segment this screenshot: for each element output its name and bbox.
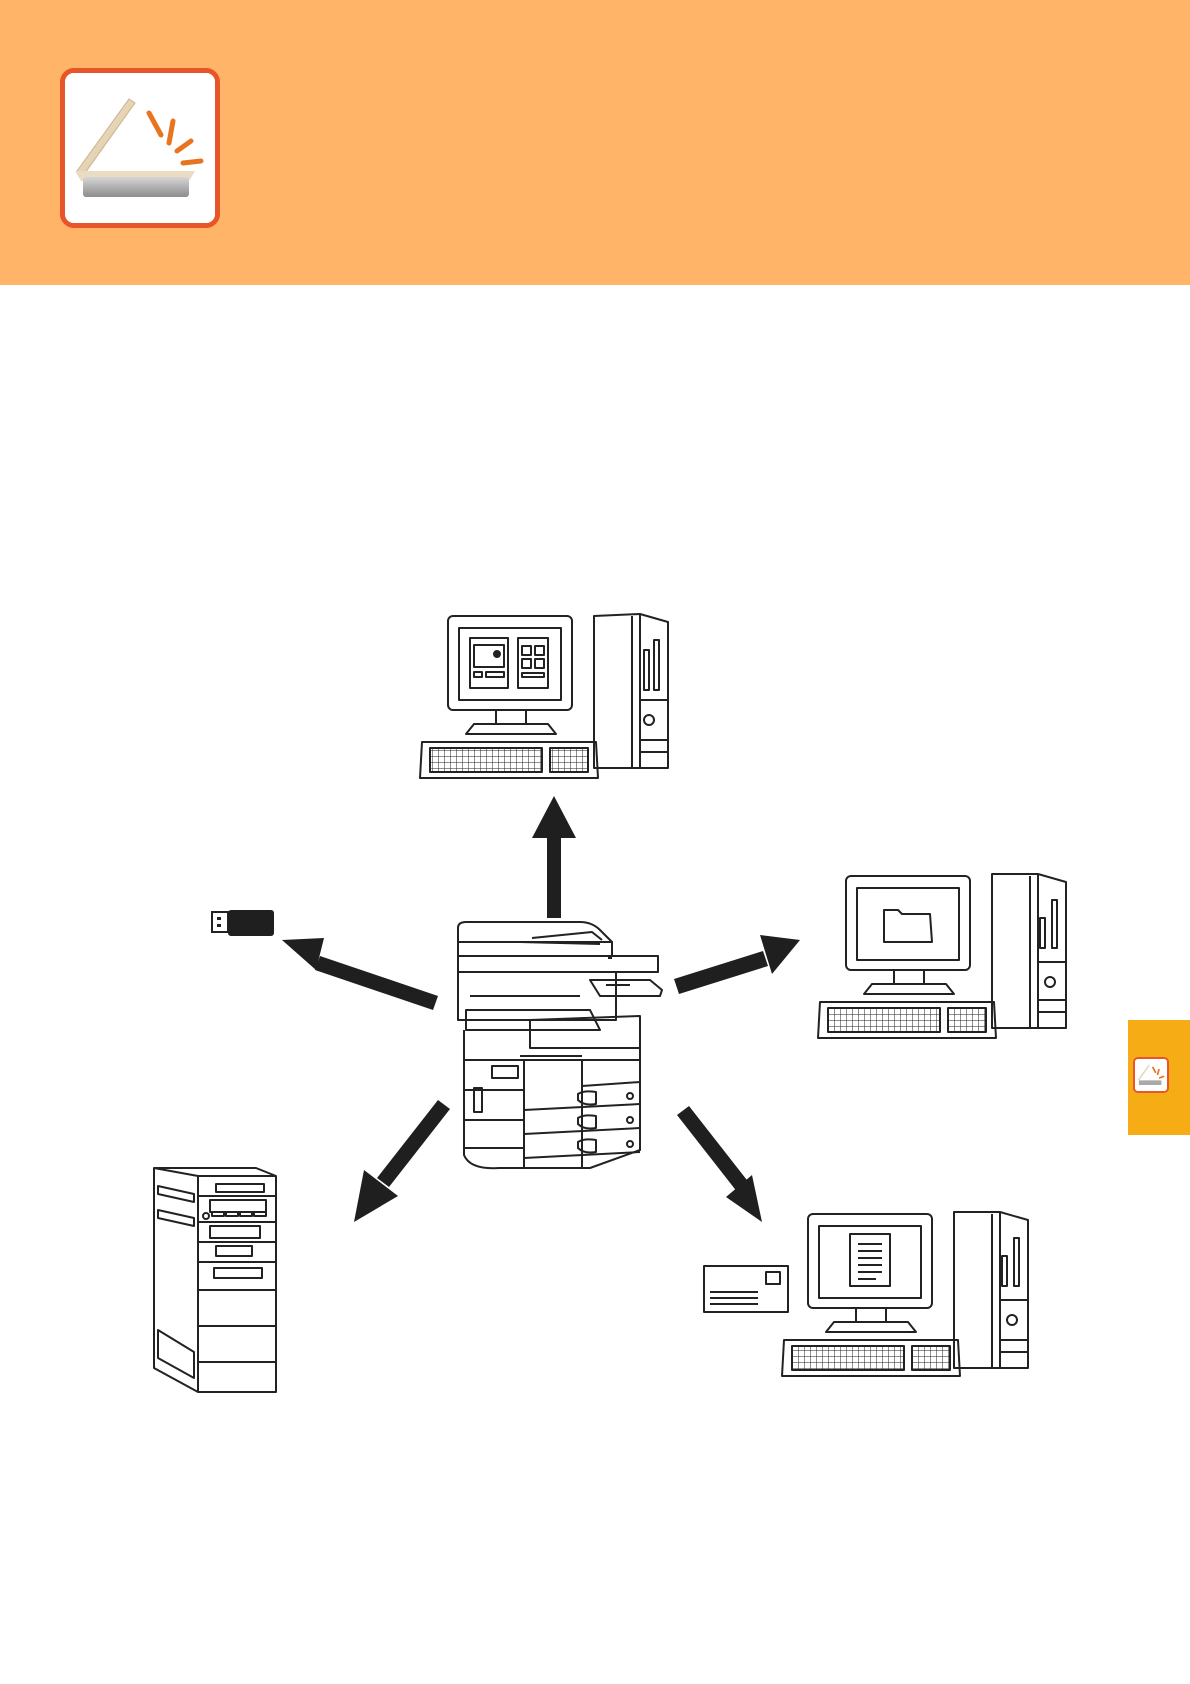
server-tower-icon — [154, 1168, 276, 1392]
multifunction-printer-icon — [458, 922, 662, 1168]
computer-with-application-icon — [420, 614, 668, 778]
arrow-right-down — [677, 1106, 762, 1222]
computer-with-folder-icon — [818, 874, 1066, 1038]
arrow-right-up — [674, 935, 800, 994]
usb-memory-icon — [212, 910, 274, 936]
computer-with-document-and-email-icon — [704, 1212, 1028, 1376]
arrow-left-up — [282, 938, 438, 1010]
arrow-up — [532, 796, 576, 918]
arrow-left-down — [354, 1100, 450, 1222]
email-envelope-icon — [704, 1266, 788, 1312]
